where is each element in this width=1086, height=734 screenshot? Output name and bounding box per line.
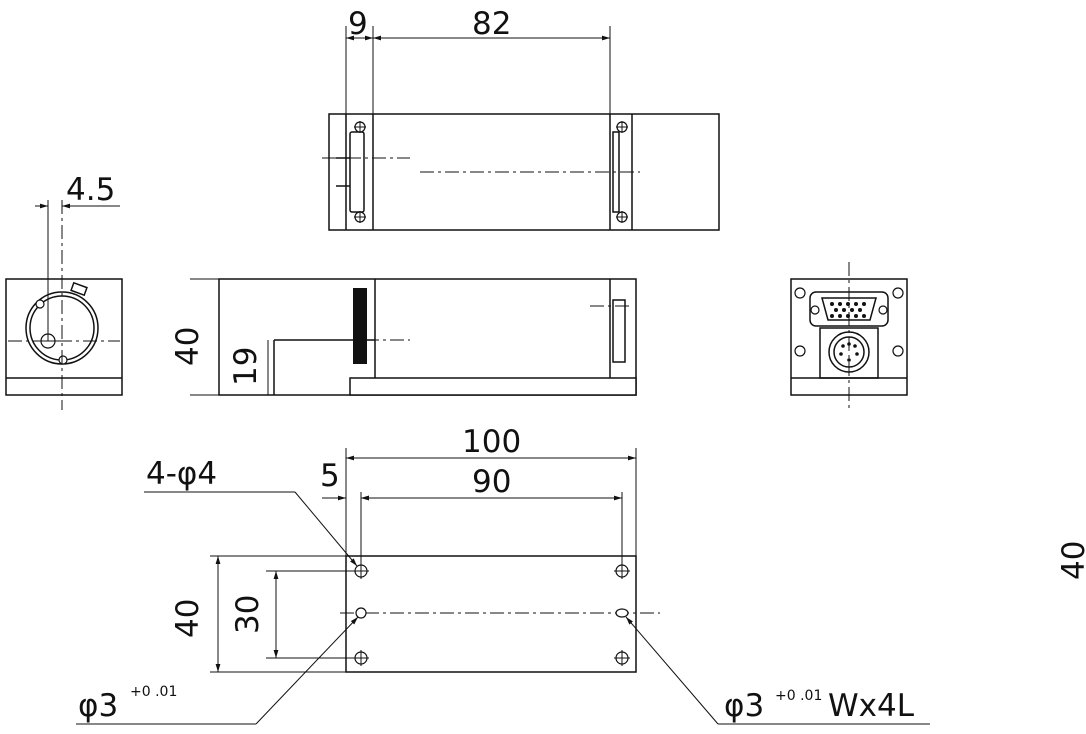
bottom-view: 100 90 5 4-φ4 40 30 φ3 +0 .01 φ3 +0 .01 …: [76, 424, 930, 725]
dim-82-label: 82: [472, 6, 511, 42]
dim-30-label: 30: [230, 595, 266, 634]
rear-view: [790, 262, 908, 410]
dim-9-label: 9: [348, 6, 368, 42]
hole-callout-label: 4-φ4: [146, 456, 217, 492]
side-view: 4.5: [5, 172, 123, 410]
dim-100-label: 100: [462, 424, 521, 460]
pin-right-suffix-label: Wx4L: [828, 688, 915, 724]
margin-40-label: 40: [1056, 541, 1086, 580]
pin-left-main-label: φ3: [78, 688, 118, 724]
top-view: 9 82: [322, 6, 720, 231]
dim-4-5-label: 4.5: [66, 172, 115, 208]
dim-5-label: 5: [320, 458, 340, 494]
front-view: 40 19: [170, 278, 637, 396]
dim-40-bottom-label: 40: [170, 599, 206, 638]
pin-left-tolerance-label: +0 .01: [130, 684, 177, 700]
dim-19-label: 19: [228, 347, 264, 386]
dim-40-front-label: 40: [170, 327, 206, 366]
pin-right-main-label: φ3: [724, 688, 764, 724]
dim-90-label: 90: [472, 464, 511, 500]
pin-right-tolerance-label: +0 .01: [775, 688, 822, 704]
